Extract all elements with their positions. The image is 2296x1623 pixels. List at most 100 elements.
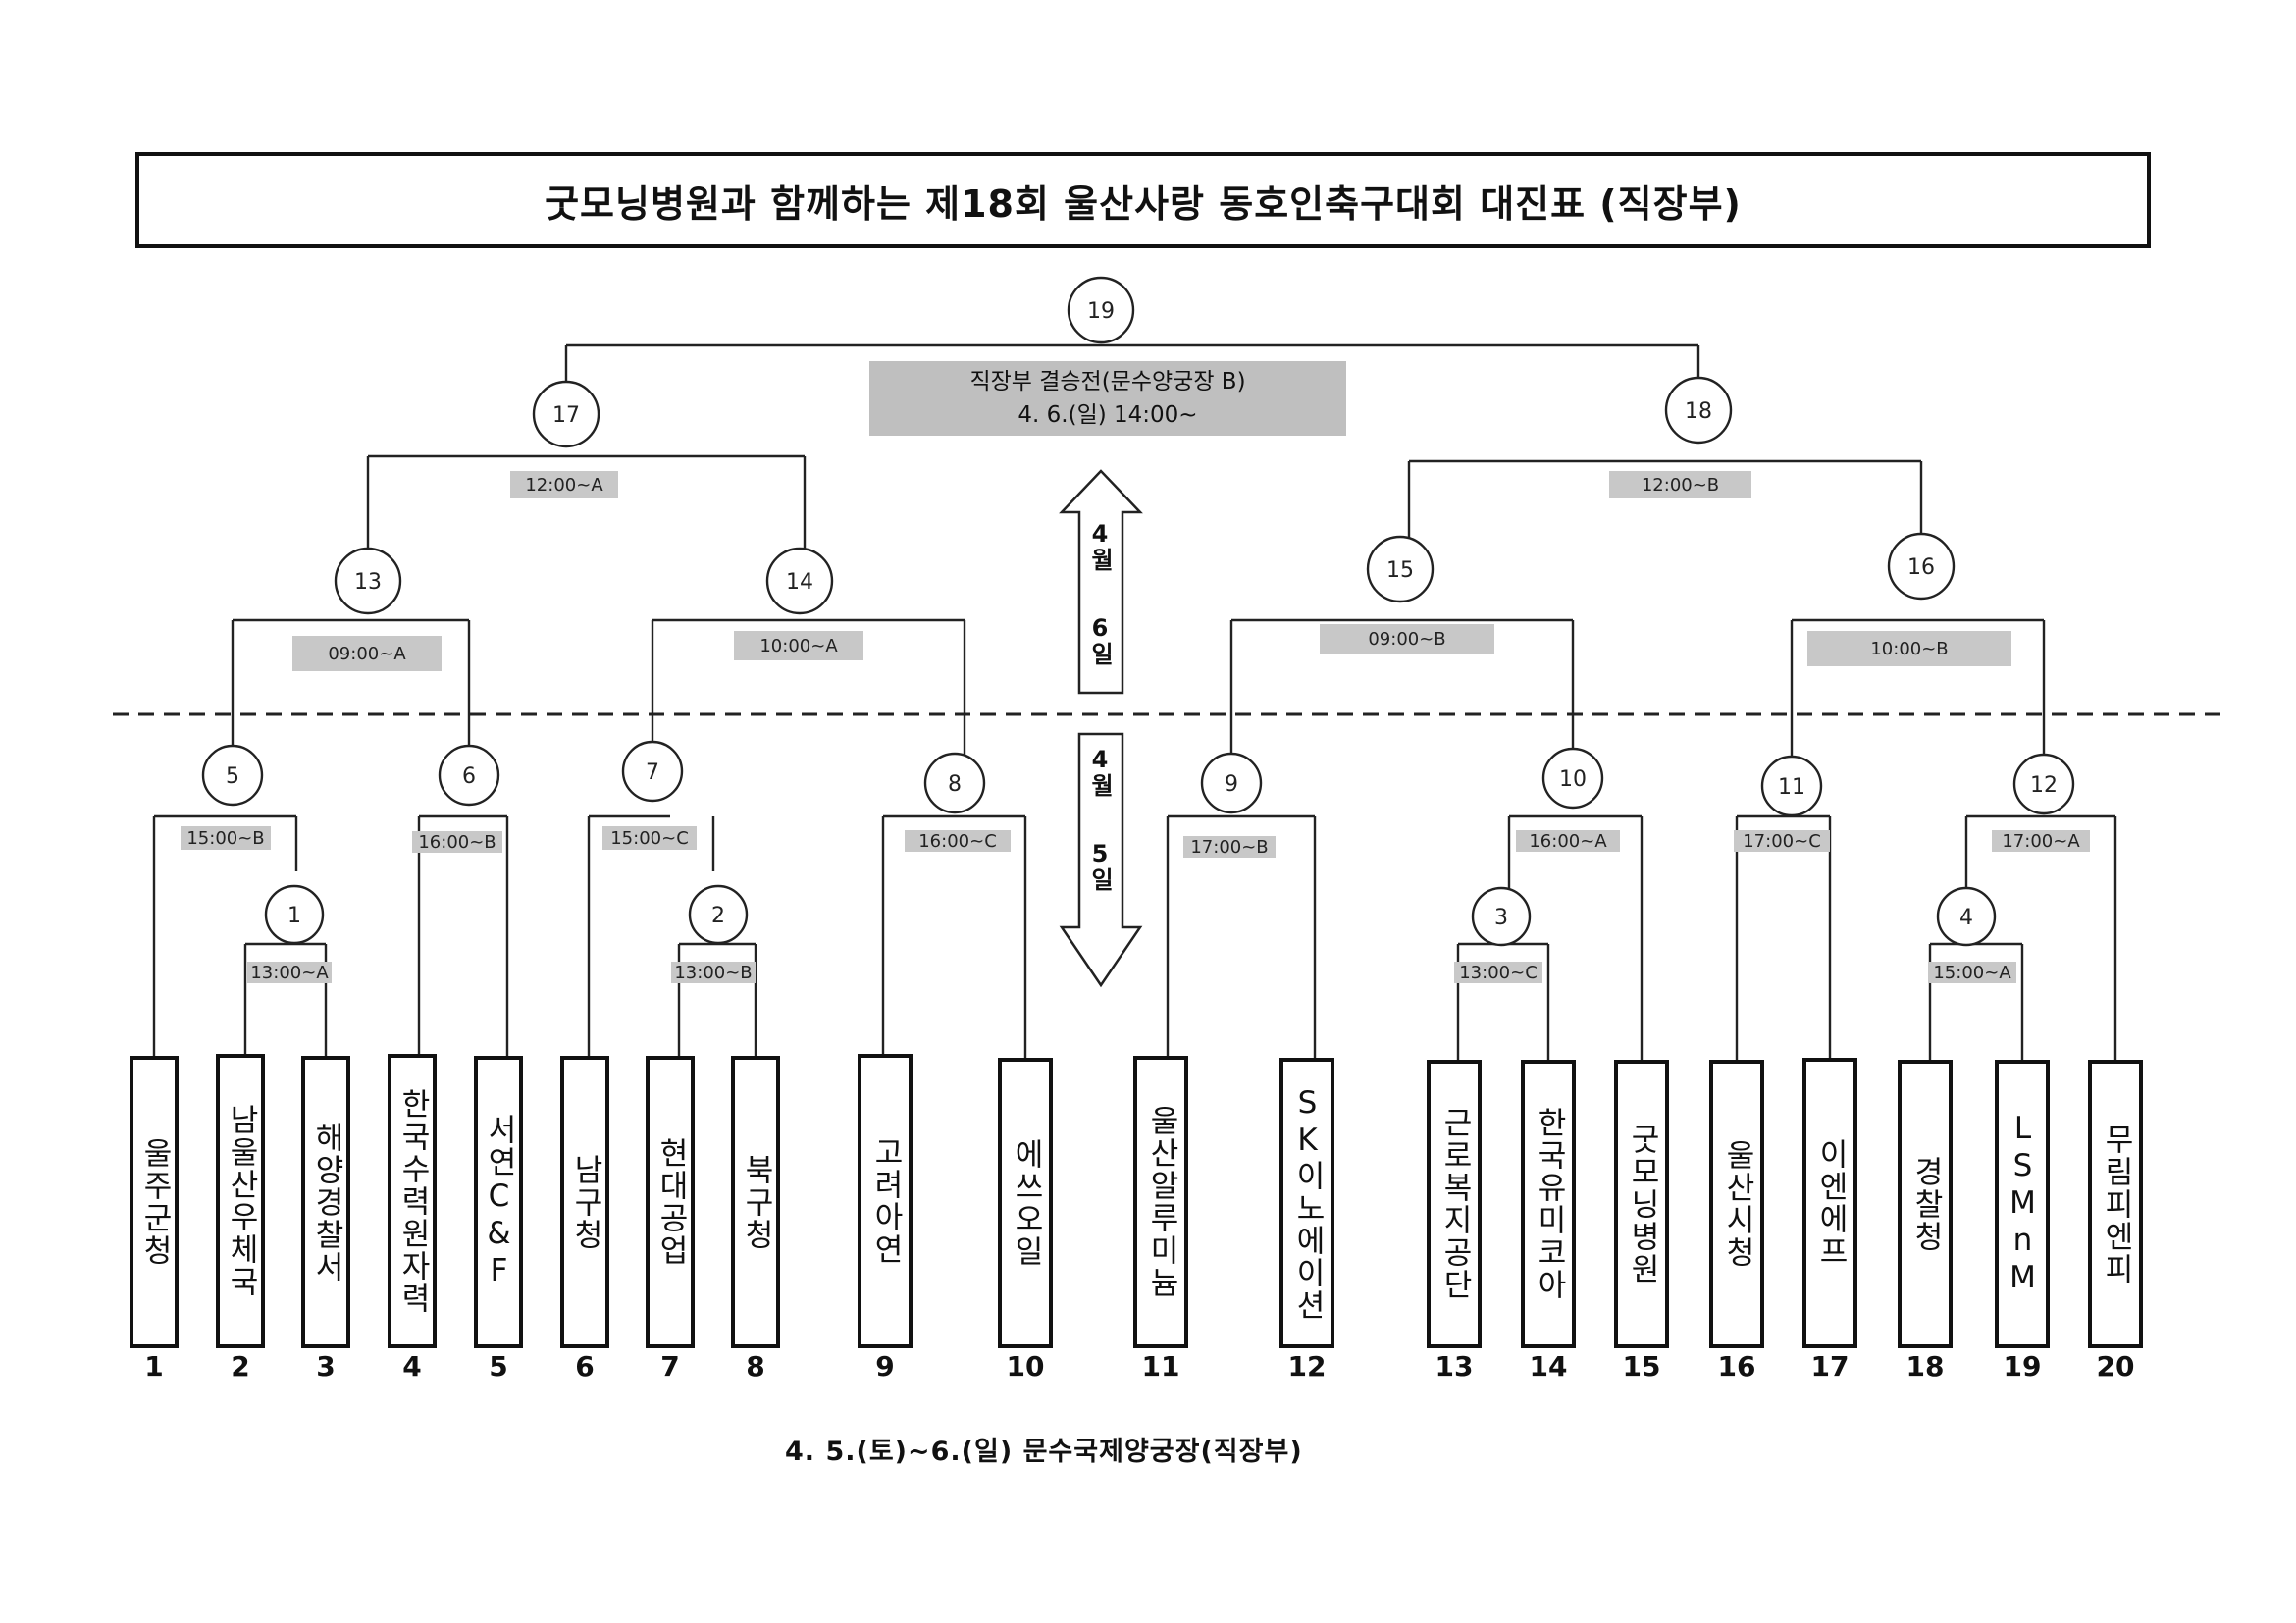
match-circle	[438, 744, 500, 807]
team-name: 해양경찰서	[308, 1121, 344, 1283]
match-number: 3	[1494, 906, 1508, 930]
team-box: 울주군청	[130, 1056, 179, 1348]
team-seed-number: 4	[402, 1350, 422, 1383]
team-name: 고려아연	[867, 1136, 904, 1266]
team-box: 북구청	[731, 1056, 780, 1348]
match-circle	[1366, 535, 1435, 603]
match-circle	[1200, 752, 1263, 814]
time-slot-text: 13:00~C	[1459, 963, 1538, 983]
team-name: LSMnM	[2005, 1111, 2041, 1297]
time-slot-text: 17:00~C	[1743, 831, 1821, 852]
team-box: 울산시청	[1709, 1060, 1764, 1348]
team-seed-number: 1	[144, 1350, 164, 1383]
time-slot-text: 16:00~B	[418, 832, 496, 853]
team-seed-number: 9	[875, 1350, 895, 1383]
match-number: 8	[948, 772, 962, 797]
team-name: 한국유미코아	[1531, 1107, 1567, 1301]
team-name: 남울산우체국	[223, 1104, 259, 1298]
time-slot-label	[1183, 836, 1276, 858]
team-box: 고려아연	[858, 1054, 913, 1348]
team-seed-number: 14	[1529, 1350, 1568, 1383]
time-slot-label	[734, 631, 863, 660]
match-number: 5	[226, 764, 239, 789]
team-box: 이엔에프	[1802, 1058, 1857, 1348]
team-box: SK이노에이션	[1279, 1058, 1334, 1348]
upper-day-label: 6일	[1086, 614, 1114, 665]
team-box: 한국유미코아	[1521, 1060, 1576, 1348]
team-seed-number: 5	[489, 1350, 508, 1383]
match-number: 2	[711, 904, 725, 928]
team-seed-number: 13	[1435, 1350, 1474, 1383]
match-number: 13	[354, 570, 382, 595]
bracket-title-box: 굿모닝병원과 함께하는 제18회 울산사랑 동호인축구대회 대진표 (직장부)	[135, 152, 2151, 248]
match-number: 1	[287, 904, 301, 928]
time-slot-label	[510, 471, 618, 498]
match-circle	[1887, 532, 1956, 601]
lower-month-label: 4월	[1086, 746, 1114, 797]
time-slot-label	[181, 826, 271, 850]
match-number: 17	[552, 403, 580, 428]
team-box: 서연C&F	[474, 1056, 523, 1348]
team-seed-number: 3	[316, 1350, 336, 1383]
time-slot-text: 15:00~A	[1933, 963, 2011, 983]
match-circle	[1936, 886, 1997, 947]
match-number: 10	[1559, 767, 1587, 792]
team-box: 에쓰오일	[998, 1058, 1053, 1348]
time-slot-text: 15:00~C	[610, 828, 689, 849]
team-seed-number: 2	[231, 1350, 250, 1383]
match-number: 7	[646, 760, 659, 785]
downward-arrow	[1059, 732, 1143, 988]
match-circle	[621, 740, 684, 803]
time-slot-text: 10:00~A	[759, 636, 838, 656]
team-seed-number: 8	[746, 1350, 765, 1383]
team-seed-number: 7	[660, 1350, 680, 1383]
team-box: 한국수력원자력	[388, 1054, 437, 1348]
team-box: 굿모닝병원	[1614, 1060, 1669, 1348]
team-seed-number: 6	[575, 1350, 595, 1383]
team-name: 한국수력원자력	[394, 1087, 431, 1315]
team-name: 무림피엔피	[2098, 1123, 2134, 1285]
match-number: 6	[462, 764, 476, 789]
team-name: SK이노에이션	[1289, 1084, 1326, 1322]
match-circle	[1067, 276, 1135, 344]
team-box: 근로복지공단	[1427, 1060, 1482, 1348]
team-name: 굿모닝병원	[1624, 1123, 1660, 1285]
time-slot-text: 16:00~C	[918, 831, 997, 852]
time-slot-text: 09:00~B	[1368, 629, 1445, 650]
team-name: 근로복지공단	[1436, 1107, 1473, 1301]
team-seed-number: 15	[1622, 1350, 1661, 1383]
time-slot-label	[1807, 631, 2011, 666]
match-circle	[1471, 886, 1532, 947]
team-seed-number: 16	[1717, 1350, 1756, 1383]
time-slot-label	[1734, 830, 1830, 852]
team-name: 이엔에프	[1812, 1138, 1849, 1268]
team-seed-number: 10	[1006, 1350, 1045, 1383]
match-number: 9	[1225, 772, 1238, 797]
match-circle	[765, 547, 834, 615]
time-slot-text: 15:00~B	[186, 828, 264, 849]
team-name: 울산알루미늄	[1143, 1105, 1179, 1299]
match-circle	[923, 752, 986, 814]
final-match-info: 직장부 결승전(문수양궁장 B) 4. 6.(일) 14:00~	[869, 361, 1346, 436]
time-slot-text: 17:00~A	[2002, 831, 2080, 852]
match-number: 16	[1907, 555, 1935, 580]
time-slot-label	[1609, 471, 1751, 498]
match-number: 14	[786, 570, 813, 595]
match-number: 4	[1959, 906, 1973, 930]
team-name: 북구청	[738, 1153, 774, 1251]
time-slot-label	[247, 962, 332, 983]
match-circle	[532, 380, 600, 448]
match-circle	[201, 744, 264, 807]
team-box: 울산알루미늄	[1133, 1056, 1188, 1348]
match-circle	[1760, 755, 1823, 817]
time-slot-label	[412, 831, 502, 853]
match-circle	[1664, 376, 1733, 445]
team-box: 남울산우체국	[216, 1054, 265, 1348]
match-circle	[334, 547, 402, 615]
team-name: 남구청	[567, 1153, 603, 1251]
team-box: 무림피엔피	[2088, 1060, 2143, 1348]
team-seed-number: 20	[2096, 1350, 2135, 1383]
time-slot-text: 10:00~B	[1870, 639, 1948, 659]
match-circle	[688, 884, 749, 945]
upward-arrow	[1059, 469, 1143, 695]
